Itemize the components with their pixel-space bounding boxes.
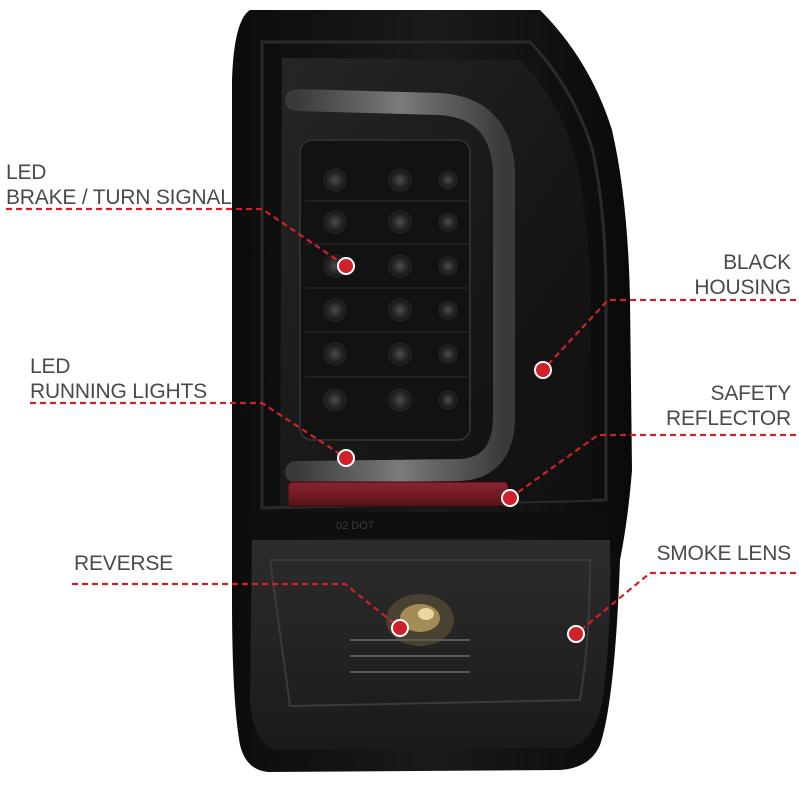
brake-turn-dot	[337, 257, 355, 275]
label-line: LED	[30, 355, 71, 378]
label-led-brake-turn: LED BRAKE / TURN SIGNAL	[6, 160, 232, 210]
label-line: REFLECTOR	[666, 407, 791, 430]
callout-dots	[337, 257, 585, 643]
reflector-dot	[501, 489, 519, 507]
label-black-housing: BLACK HOUSING	[694, 250, 791, 300]
label-reverse: REVERSE	[74, 551, 173, 576]
label-line: BRAKE / TURN SIGNAL	[6, 186, 232, 209]
led-light-bar	[285, 89, 515, 483]
safety-reflector	[287, 481, 509, 507]
label-line: HOUSING	[694, 276, 791, 299]
label-smoke-lens: SMOKE LENS	[656, 541, 791, 566]
smoke-lens-dot	[567, 625, 585, 643]
smoke-lens	[250, 540, 611, 750]
label-line: REVERSE	[74, 552, 173, 575]
label-line: RUNNING LIGHTS	[30, 380, 207, 403]
led-array	[305, 168, 470, 412]
housing-dot	[534, 361, 552, 379]
label-line: SAFETY	[710, 382, 792, 405]
running-lights-dot	[337, 449, 355, 467]
label-led-running-lights: LED RUNNING LIGHTS	[30, 354, 207, 404]
label-line: SMOKE LENS	[656, 542, 791, 565]
label-safety-reflector: SAFETY REFLECTOR	[666, 381, 791, 431]
leader-lines	[6, 207, 796, 635]
label-line: LED	[6, 161, 47, 184]
label-line: BLACK	[723, 251, 791, 274]
reverse-dot	[391, 619, 409, 637]
lens-marking: 02 DOT	[336, 520, 375, 532]
